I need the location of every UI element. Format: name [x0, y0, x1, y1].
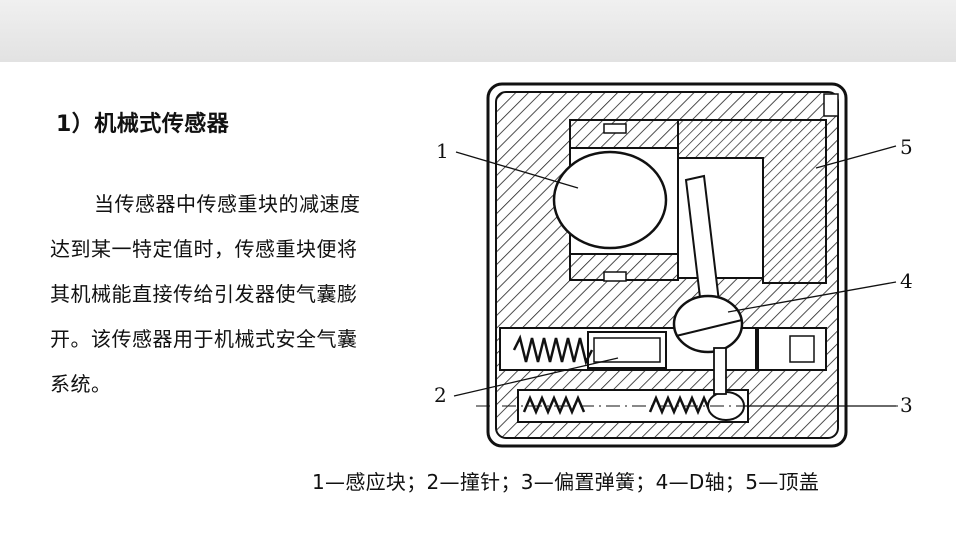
header-band [0, 0, 956, 62]
description-paragraph: 当传感器中传感重块的减速度达到某一特定值时，传感重块便将其机械能直接传给引发器使… [50, 182, 368, 407]
d-shaft [672, 294, 744, 354]
callout-1: 1 [436, 139, 449, 163]
description-text: 当传感器中传感重块的减速度达到某一特定值时，传感重块便将其机械能直接传给引发器使… [50, 192, 361, 396]
callout-3: 3 [900, 393, 913, 417]
section-heading: 1）机械式传感器 [56, 112, 230, 137]
bias-spring-right [648, 394, 712, 416]
callout-5: 5 [900, 135, 913, 159]
callout-2: 2 [434, 383, 447, 407]
callout-4: 4 [900, 269, 913, 293]
sensing-mass [552, 150, 668, 250]
leader-lines [453, 145, 897, 407]
bias-spring-left [522, 394, 586, 416]
sensor-diagram: 1 5 4 2 3 [434, 82, 913, 448]
diagram-caption: 1—感应块；2—撞针；3—偏置弹簧；4—D轴；5—顶盖 [312, 470, 820, 494]
firing-pin-spring [512, 334, 594, 366]
